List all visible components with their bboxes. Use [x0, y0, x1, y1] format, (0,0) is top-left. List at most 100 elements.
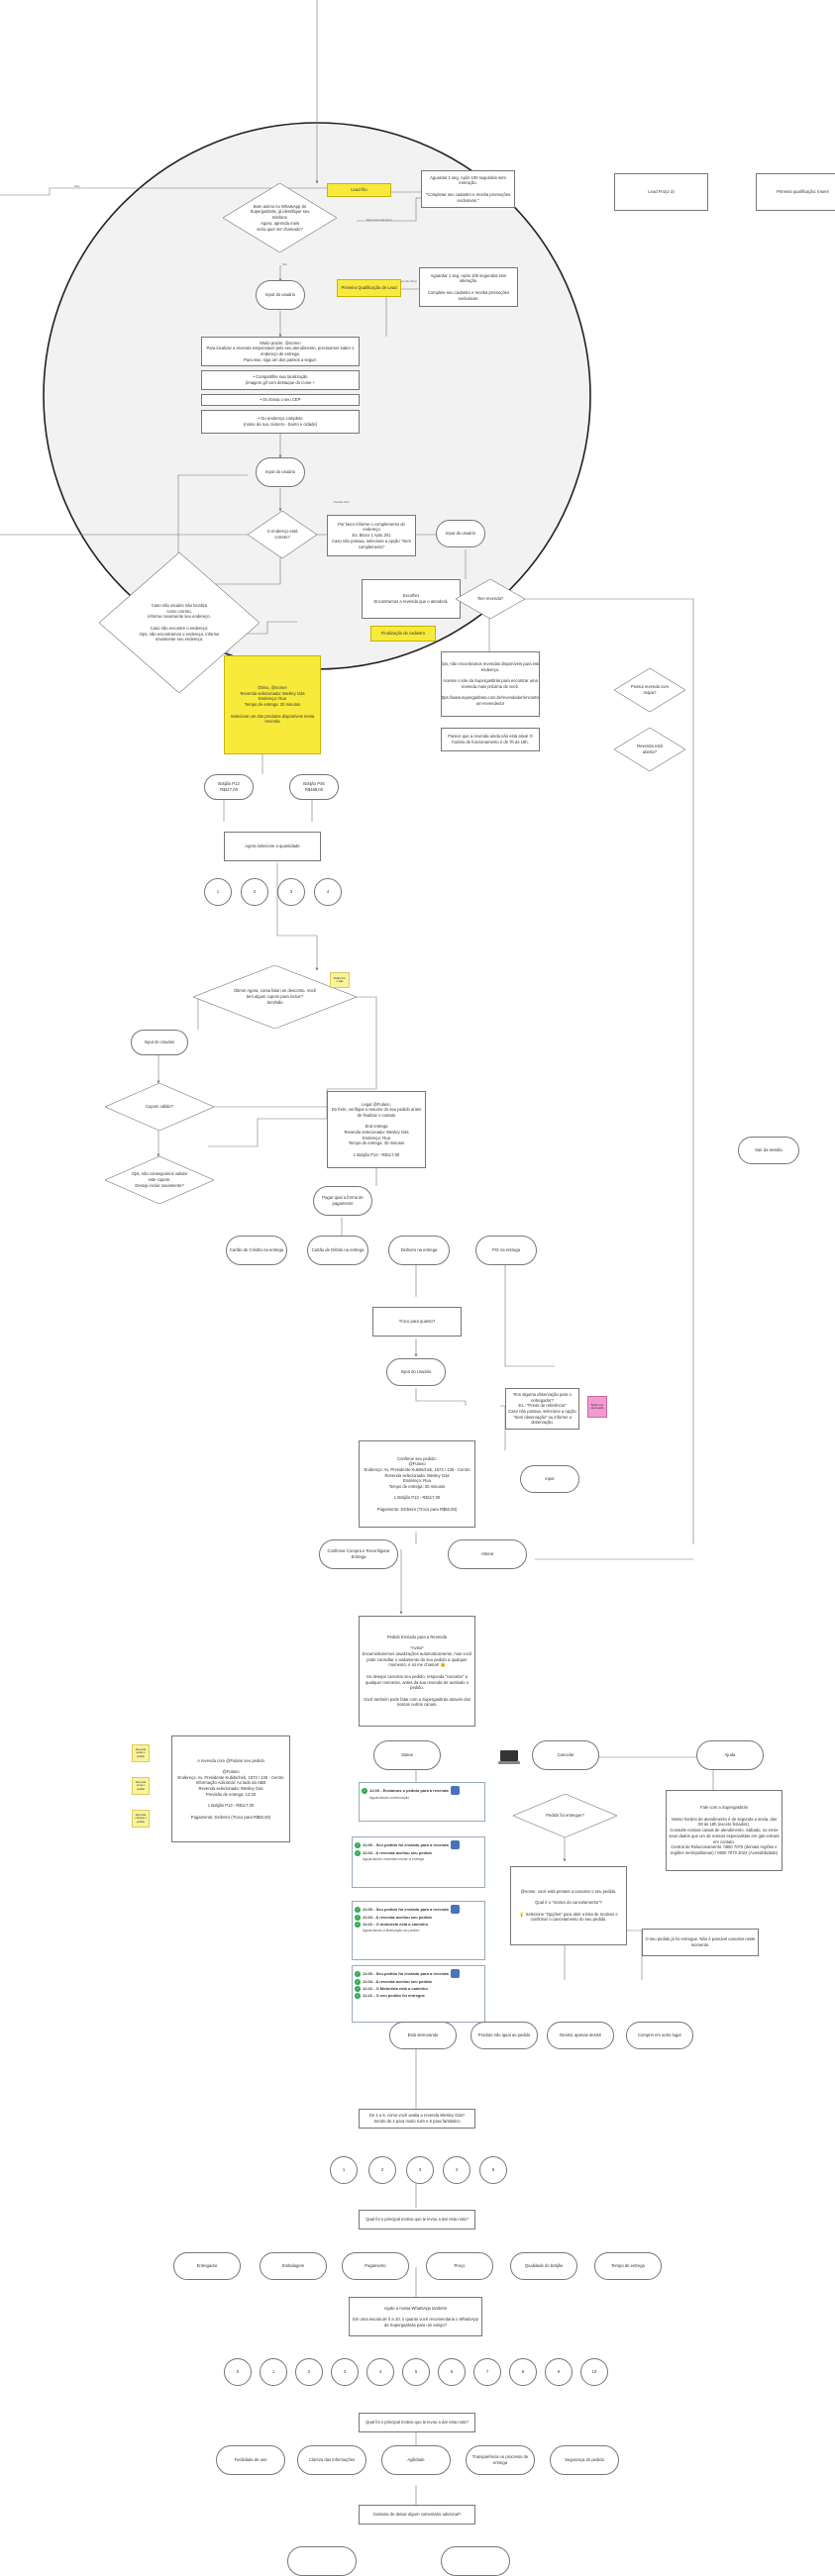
- status-button[interactable]: Status: [373, 1740, 441, 1770]
- status-msg: 11:22 - O seu pedido foi entregue: [363, 1993, 425, 1999]
- decision-diamond-shape: [456, 579, 525, 619]
- seguranca-button[interactable]: Segurança do pedido: [550, 2445, 619, 2475]
- clareza-button[interactable]: Clareza das informações: [297, 2445, 366, 2475]
- input-6: input: [520, 1465, 579, 1493]
- quantity-4-button[interactable]: 4: [314, 878, 342, 906]
- nps-3-button[interactable]: 3: [331, 2358, 359, 2386]
- input-usuario-4: Input do Usuário: [131, 1030, 188, 1055]
- cartao-credito-button[interactable]: Cartão de Crédito na entrega: [226, 1236, 287, 1265]
- motivo-qualidade-button[interactable]: Qualidade do botijão: [510, 2252, 577, 2280]
- ola-revenda-node: Ótimo, @nome! Revenda selecionada: Wesle…: [224, 655, 321, 754]
- decision-diamond-shape: [614, 728, 685, 771]
- fale-com-node: Fale com a Supergasbrás Nosso horário de…: [666, 1790, 783, 1871]
- quantity-3-button[interactable]: 3: [277, 878, 305, 906]
- motivo-pagamento-button[interactable]: Pagamento: [342, 2252, 409, 2280]
- motivo-embalagem-button[interactable]: Embalagem: [260, 2252, 327, 2280]
- nps-7-button[interactable]: 7: [473, 2358, 501, 2386]
- nps-1-button[interactable]: 1: [260, 2358, 287, 2386]
- desisti-button[interactable]: Desisti, apenas desisti: [547, 2022, 614, 2049]
- nps-0-button[interactable]: 0: [224, 2358, 252, 2386]
- pergunta-inicial-label: Bom animo no WhatsApp do Supergasbrás, j…: [250, 203, 310, 232]
- input-usuario-5: Input do Usuário: [386, 1358, 446, 1386]
- comprei-outro-button[interactable]: Comprei em outro lugar: [626, 2022, 693, 2049]
- nps-10-button[interactable]: 10: [580, 2358, 608, 2386]
- status-msg: 11:00 - Enviamos o pedido para a revenda: [369, 1787, 449, 1793]
- fora-horario-node: Parece que a revenda ainda não está ativ…: [441, 728, 540, 751]
- status-msg: 11:22 - O Motorista está a caminho: [363, 1986, 428, 1992]
- quantity-2-button[interactable]: 2: [241, 878, 268, 906]
- dinheiro-entrega-button[interactable]: Dinheiro na entrega: [388, 1236, 450, 1265]
- rating-4-button[interactable]: 4: [443, 2156, 470, 2184]
- ajuda-button[interactable]: Ajuda: [696, 1740, 764, 1770]
- cupom-valido-decision: Cupom válido?: [105, 1083, 214, 1131]
- motivo-tempo-entrega-button[interactable]: Tempo de entrega: [594, 2252, 662, 2280]
- primeira-qualificacao-node: Primeira Qualificação de Lead: [337, 279, 401, 297]
- status-chat-2: ✓11:00 - Seu pedido foi enviado para a r…: [352, 1836, 485, 1888]
- confirmar-compra-button[interactable]: Confirmar Compra e Reconfigurar Entrega: [319, 1539, 398, 1569]
- status-sub: Aguardando motorista iniciar a entrega: [363, 1857, 424, 1861]
- nps-9-button[interactable]: 9: [545, 2358, 573, 2386]
- nao-pode-cancelar-node: O seu pedido já foi entregue. Não é poss…: [642, 1929, 759, 1956]
- rating-2-button[interactable]: 2: [368, 2156, 396, 2184]
- opcao-cep-node: • Ou Envia o seu CEP: [201, 394, 360, 406]
- decision-diamond-shape: [99, 552, 260, 693]
- endereco-correto-decision: O endereço está correto?: [248, 511, 317, 558]
- pix-entrega-button[interactable]: PIX na entrega: [475, 1236, 537, 1265]
- cartao-debito-button[interactable]: Cartão de Débito na entrega: [307, 1236, 368, 1265]
- nps-4-button[interactable]: 4: [366, 2358, 394, 2386]
- pode-cancelar-node: @nome, você está prestes a cancelar o se…: [510, 1866, 627, 1945]
- facilidade-button[interactable]: Facilidade de uso: [216, 2445, 285, 2475]
- clock-emoji-icon: [450, 1786, 460, 1795]
- escolher-revenda-node: Escolher Encontramos a revenda que o ate…: [362, 579, 461, 619]
- cupom-question-label: Ótimo! Agora, conta falar um desconto. V…: [233, 988, 317, 1005]
- check-icon: ✓: [355, 1841, 361, 1848]
- nps-8-button[interactable]: 8: [509, 2358, 537, 2386]
- cancelar-button[interactable]: Cancelar: [532, 1740, 599, 1770]
- sair-sessao-node[interactable]: Sair da sessão: [738, 1137, 799, 1164]
- edge-label-pedido-feito: Pedido feito: [334, 500, 350, 504]
- pagar-forma-node: Pagar qual a forma de pagamento: [313, 1186, 372, 1216]
- rating-3-button[interactable]: 3: [406, 2156, 434, 2184]
- nps-node: Ajude a nossa WhatsApp também Em uma esc…: [349, 2297, 482, 2336]
- edge-label-sim: Sim: [282, 262, 288, 266]
- sticky-note-pink: Botão sem observação: [587, 1396, 607, 1418]
- nps-2-button[interactable]: 2: [295, 2358, 323, 2386]
- tem-revenda-decision: Tem revenda?: [456, 579, 525, 619]
- revenda-aberta-decision: Revenda está aberta?: [614, 728, 685, 771]
- clock-emoji-icon: [450, 1905, 460, 1914]
- confirme-pedido-node: Confirme seu pedido: @Fulano Endereço: A…: [359, 1440, 475, 1528]
- check-icon: ✓: [355, 1986, 361, 1992]
- avalie-revenda-node: De 1 a 5, como você avalia a revenda Wes…: [359, 2109, 475, 2129]
- input-usuario-2: Input do usuário: [256, 457, 305, 487]
- possui-revenda-mapa-decision: Possui revenda com mapa?: [614, 668, 685, 712]
- ops-nao-temos-text[interactable]: Ops, não encontramos revendas disponívei…: [441, 661, 540, 707]
- decision-diamond-shape: [105, 1083, 214, 1131]
- check-icon: ✓: [355, 1922, 361, 1928]
- motivo-entregador-button[interactable]: Entregador: [173, 2252, 241, 2280]
- nps-5-button[interactable]: 5: [402, 2358, 430, 2386]
- bottom-pill-right[interactable]: [441, 2546, 510, 2576]
- botijao-p45-button[interactable]: Botijão P45 R$468,00: [289, 774, 339, 800]
- aguardar-qualificacao-node: Aguardar 1 seg. Após 100 segundos sem in…: [419, 267, 518, 307]
- produto-nao-igual-button[interactable]: Produto não igual ao pedido: [470, 2022, 538, 2049]
- nps-6-button[interactable]: 6: [438, 2358, 466, 2386]
- status-chat-1: ✓11:00 - Enviamos o pedido para a revend…: [359, 1782, 485, 1822]
- agora-selecione-node: Agora selecione a quantidade: [224, 832, 321, 861]
- botijao-p13-button[interactable]: Botijão P13 R$117,00: [204, 774, 254, 800]
- status-msg: 11:00 - Seu pedido foi enviado para a re…: [363, 1970, 449, 1976]
- rating-1-button[interactable]: 1: [330, 2156, 358, 2184]
- cupom-valido-label: Cupom válido?: [146, 1104, 173, 1110]
- check-icon: ✓: [355, 1993, 361, 1999]
- bottom-pill-left[interactable]: [287, 2546, 357, 2576]
- quantity-1-button[interactable]: 1: [204, 878, 232, 906]
- check-icon: ✓: [355, 1906, 361, 1913]
- decision-diamond-shape: [223, 183, 337, 252]
- decision-diamond-shape: [248, 511, 317, 558]
- motivo-preco-button[interactable]: Preço: [426, 2252, 493, 2280]
- alterar-button[interactable]: Alterar: [448, 1539, 527, 1569]
- transparencia-button[interactable]: Transparência no processo de entrega: [466, 2445, 535, 2475]
- rating-5-button[interactable]: 5: [479, 2156, 507, 2184]
- agilidade-button[interactable]: Agilidade: [381, 2445, 451, 2475]
- tem-revenda-label: Tem revenda?: [476, 596, 504, 602]
- estou-demorando-button[interactable]: Está demorando: [389, 2022, 457, 2049]
